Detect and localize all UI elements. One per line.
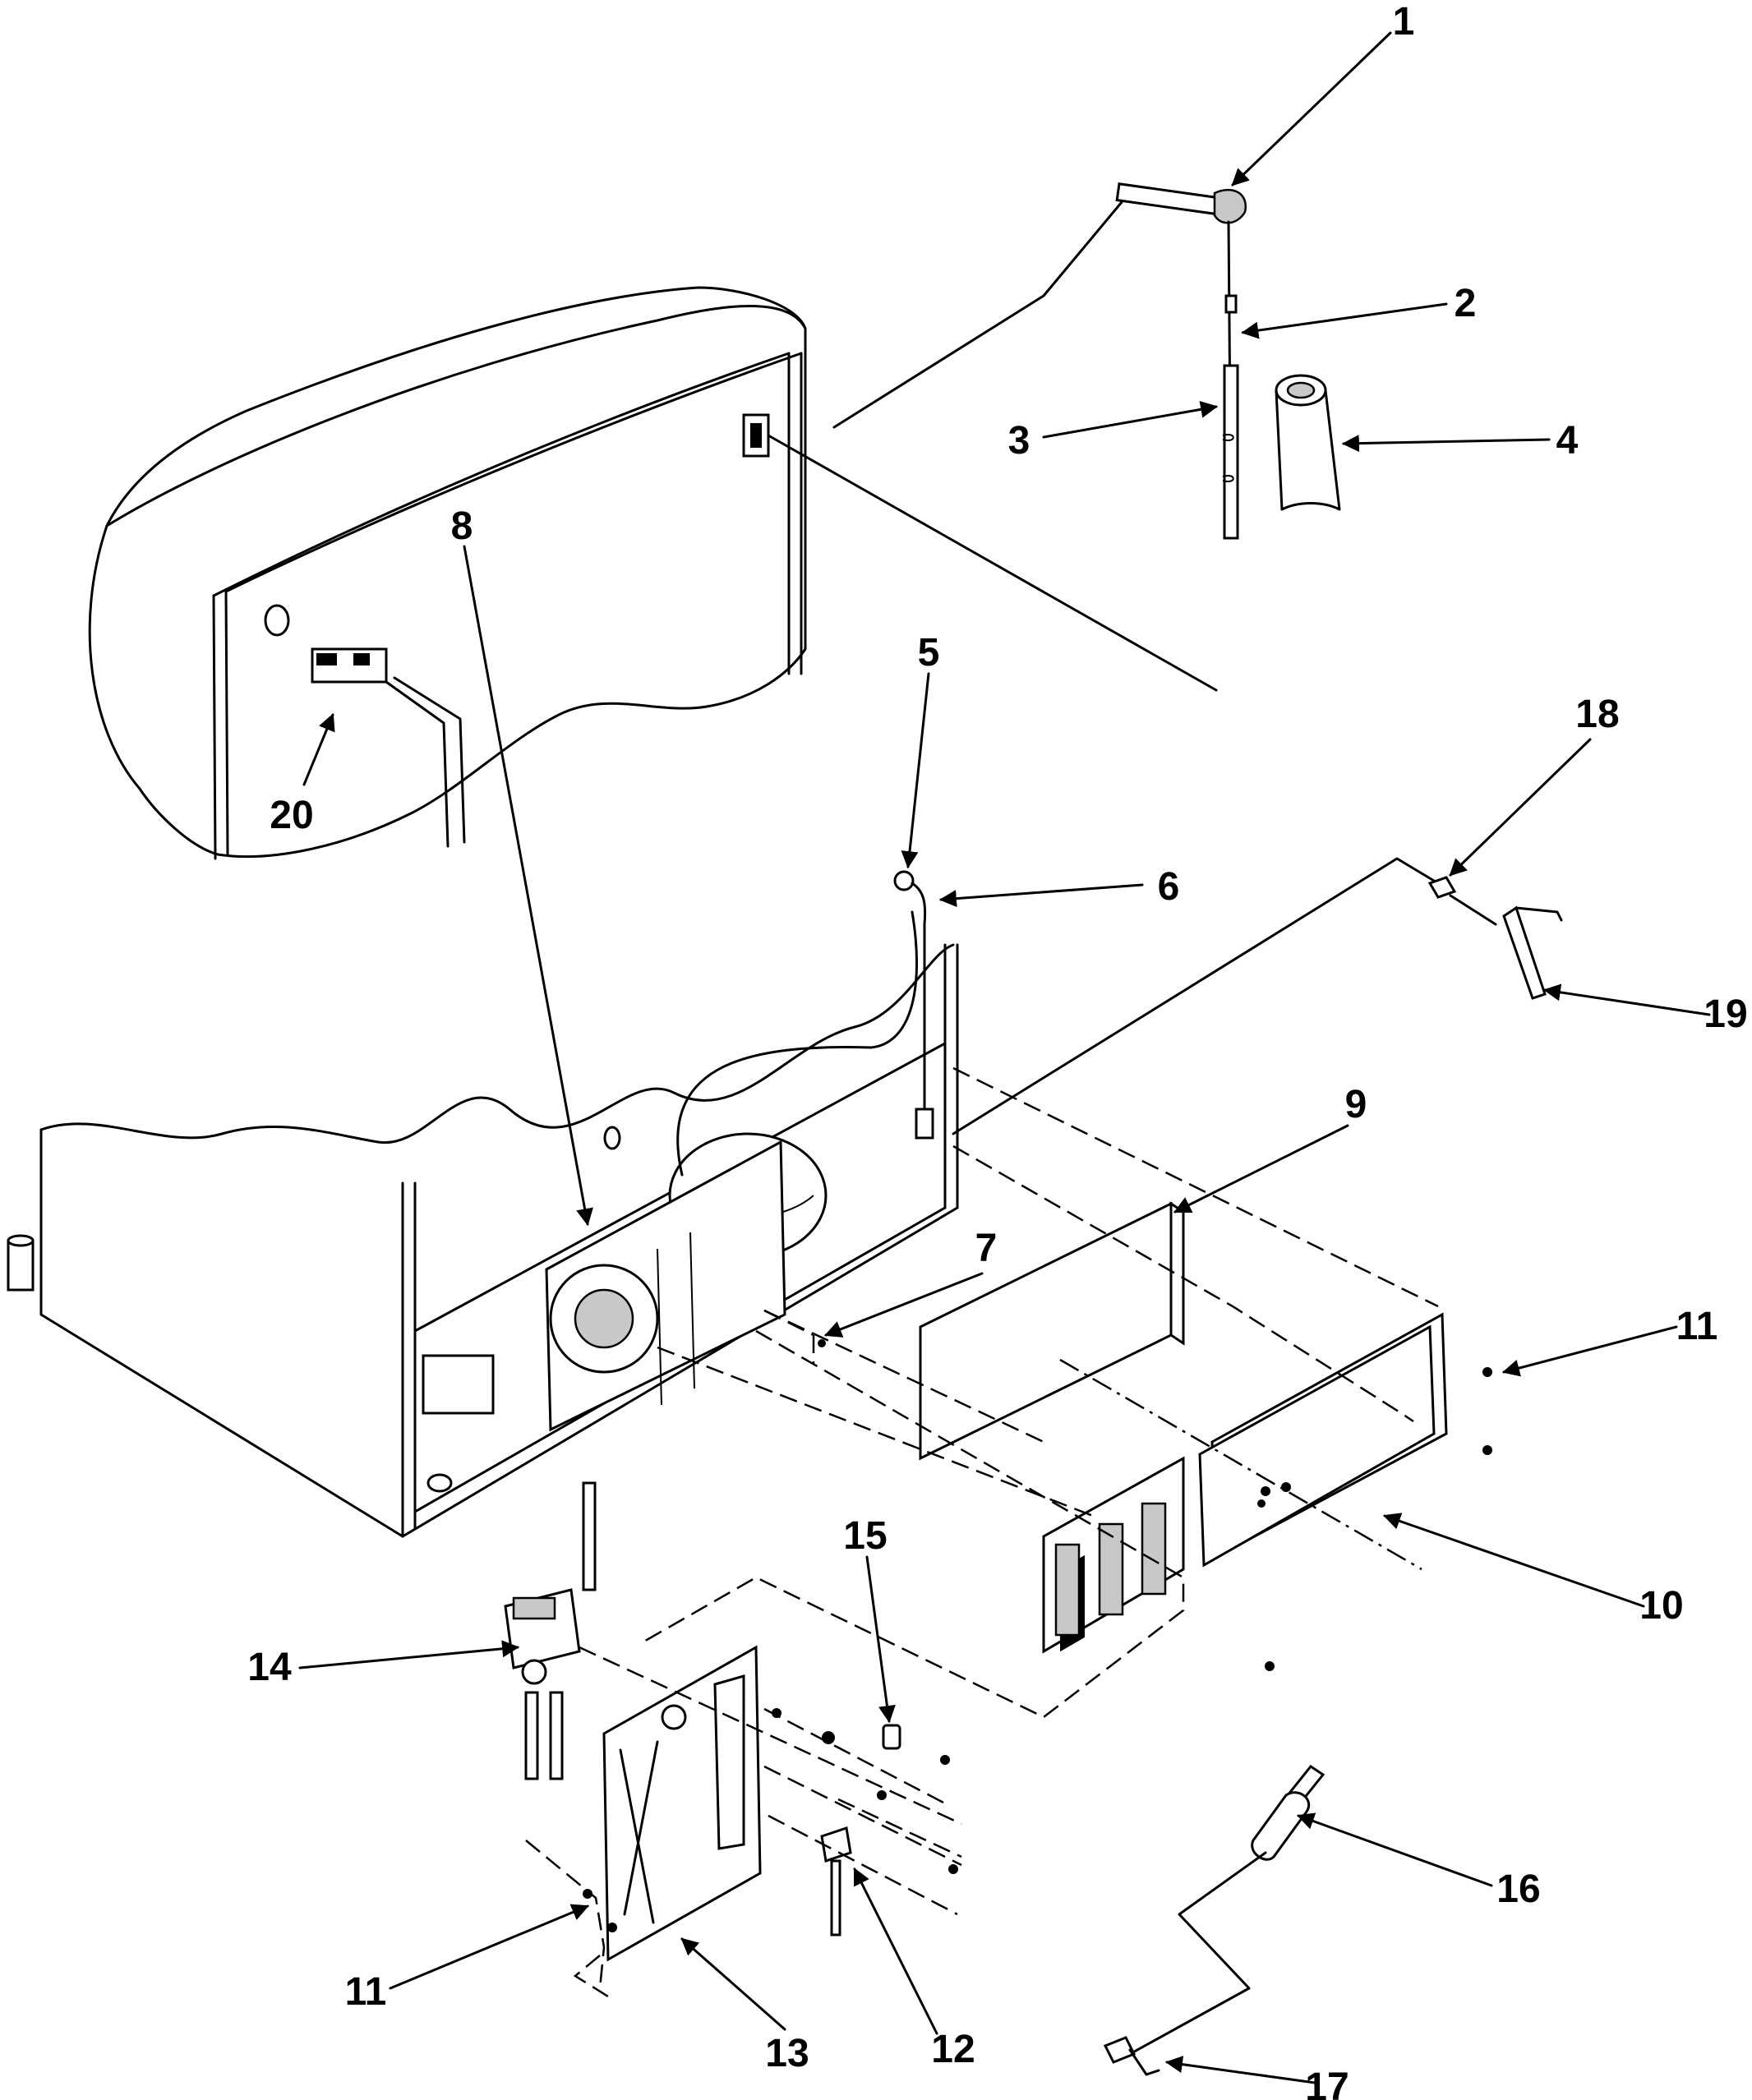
callout-9: 9 [1345, 1083, 1367, 1126]
part-16-drier [1128, 1764, 1326, 2056]
callout-3: 3 [1008, 419, 1030, 463]
callout-10: 10 [1639, 1584, 1683, 1628]
part-15-clip [882, 1724, 901, 1750]
part-5-6-tubing [893, 870, 934, 1140]
part-14-water-valve [504, 1481, 597, 1780]
part-12-switch [820, 1826, 852, 1937]
callout-leaders [298, 31, 1711, 2084]
callout-2: 2 [1455, 282, 1477, 325]
callout-17: 17 [1305, 2065, 1349, 2100]
callout-18: 18 [1575, 693, 1619, 736]
part-4-sleeve [1275, 374, 1341, 511]
drain-tube-assembly [767, 182, 1341, 692]
callout-labels: 1 2 3 4 5 6 7 8 9 10 11 11 12 13 14 15 1… [247, 0, 1747, 2100]
part-19-elbow [1502, 905, 1563, 1000]
callout-7: 7 [975, 1227, 998, 1270]
callout-12: 12 [931, 2028, 975, 2071]
callout-8: 8 [451, 504, 473, 548]
callout-11-lower: 11 [345, 1970, 387, 2014]
callout-14: 14 [247, 1646, 292, 1689]
callout-19: 19 [1704, 992, 1747, 1036]
part-9-panel [919, 1201, 1185, 1461]
part-18-fitting [952, 857, 1497, 1135]
part-10-grille-cover [1042, 1312, 1448, 1654]
assembly-guide-lines [525, 1066, 1439, 1998]
part-8-fan-assembly [545, 1140, 786, 1432]
callout-20: 20 [270, 794, 313, 837]
part-17-fitting [1103, 2036, 1160, 2076]
callout-5: 5 [918, 631, 940, 675]
lower-cabinet [7, 870, 959, 1538]
callout-13: 13 [765, 2032, 809, 2075]
callout-11-upper: 11 [1676, 1305, 1718, 1348]
screws [583, 1339, 1492, 1932]
upper-cabinet-cutaway [88, 286, 807, 860]
callout-16: 16 [1496, 1867, 1540, 1911]
callout-15: 15 [843, 1514, 887, 1558]
callout-1: 1 [1393, 0, 1415, 44]
part-20-clip [311, 647, 466, 848]
callout-6: 6 [1158, 865, 1180, 909]
callout-4: 4 [1556, 419, 1579, 463]
